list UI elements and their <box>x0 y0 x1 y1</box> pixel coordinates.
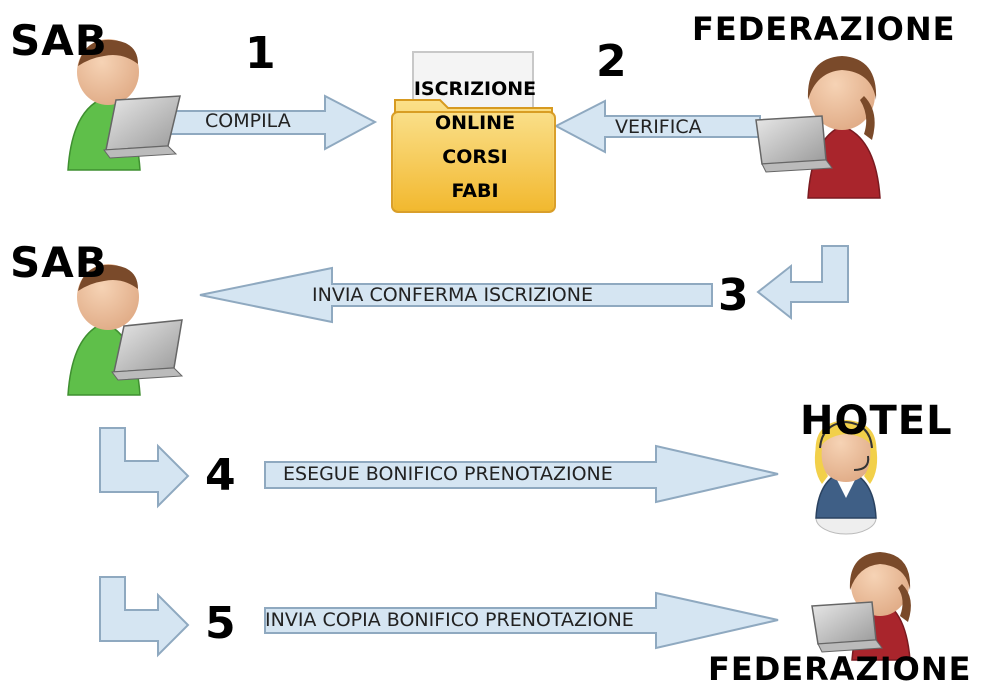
sab-top-person-icon <box>67 39 181 171</box>
arrow-elbow-4 <box>99 427 190 509</box>
step-number-1: 1 <box>245 28 276 79</box>
arrow-elbow-5 <box>99 576 190 658</box>
folder-title-line-4: FABI <box>451 180 499 202</box>
folder-title: ISCRIZIONE ONLINE CORSI FABI <box>390 72 560 208</box>
arrow-esegue-bonifico <box>264 444 779 504</box>
arrow-compila <box>167 94 378 151</box>
arrow-label-compila: COMPILA <box>205 110 291 132</box>
arrow-invia-conferma <box>199 266 713 324</box>
folder-title-line-2: ONLINE <box>434 112 516 134</box>
arrow-label-verifica: VERIFICA <box>615 116 702 138</box>
actor-label-federazione-top: FEDERAZIONE <box>692 10 956 48</box>
hotel-receptionist-icon <box>814 420 878 535</box>
actor-label-sab-middle: SAB <box>10 238 108 287</box>
step-number-3: 3 <box>718 270 749 321</box>
arrow-invia-copia-bonifico <box>264 591 779 650</box>
federazione-top-person-icon <box>755 56 881 199</box>
arrow-elbow-3 <box>756 245 849 321</box>
actor-label-sab-top: SAB <box>10 16 108 65</box>
arrow-verifica <box>553 99 761 154</box>
actor-label-hotel: HOTEL <box>800 398 953 444</box>
step-number-2: 2 <box>596 36 627 87</box>
federazione-bottom-person-icon <box>811 552 911 661</box>
actor-label-federazione-bottom: FEDERAZIONE <box>708 650 972 688</box>
folder-title-line-1: ISCRIZIONE <box>413 78 537 100</box>
folder-document-icon <box>391 51 556 213</box>
sab-middle-person-icon <box>67 264 184 396</box>
step-number-4: 4 <box>205 450 236 501</box>
arrow-label-esegue-bonifico: ESEGUE BONIFICO PRENOTAZIONE <box>283 463 613 485</box>
step-number-5: 5 <box>205 598 236 649</box>
folder-title-line-3: CORSI <box>442 146 508 168</box>
arrow-label-invia-conferma: INVIA CONFERMA ISCRIZIONE <box>312 284 593 306</box>
arrow-label-invia-copia-bonifico: INVIA COPIA BONIFICO PRENOTAZIONE <box>265 609 634 631</box>
